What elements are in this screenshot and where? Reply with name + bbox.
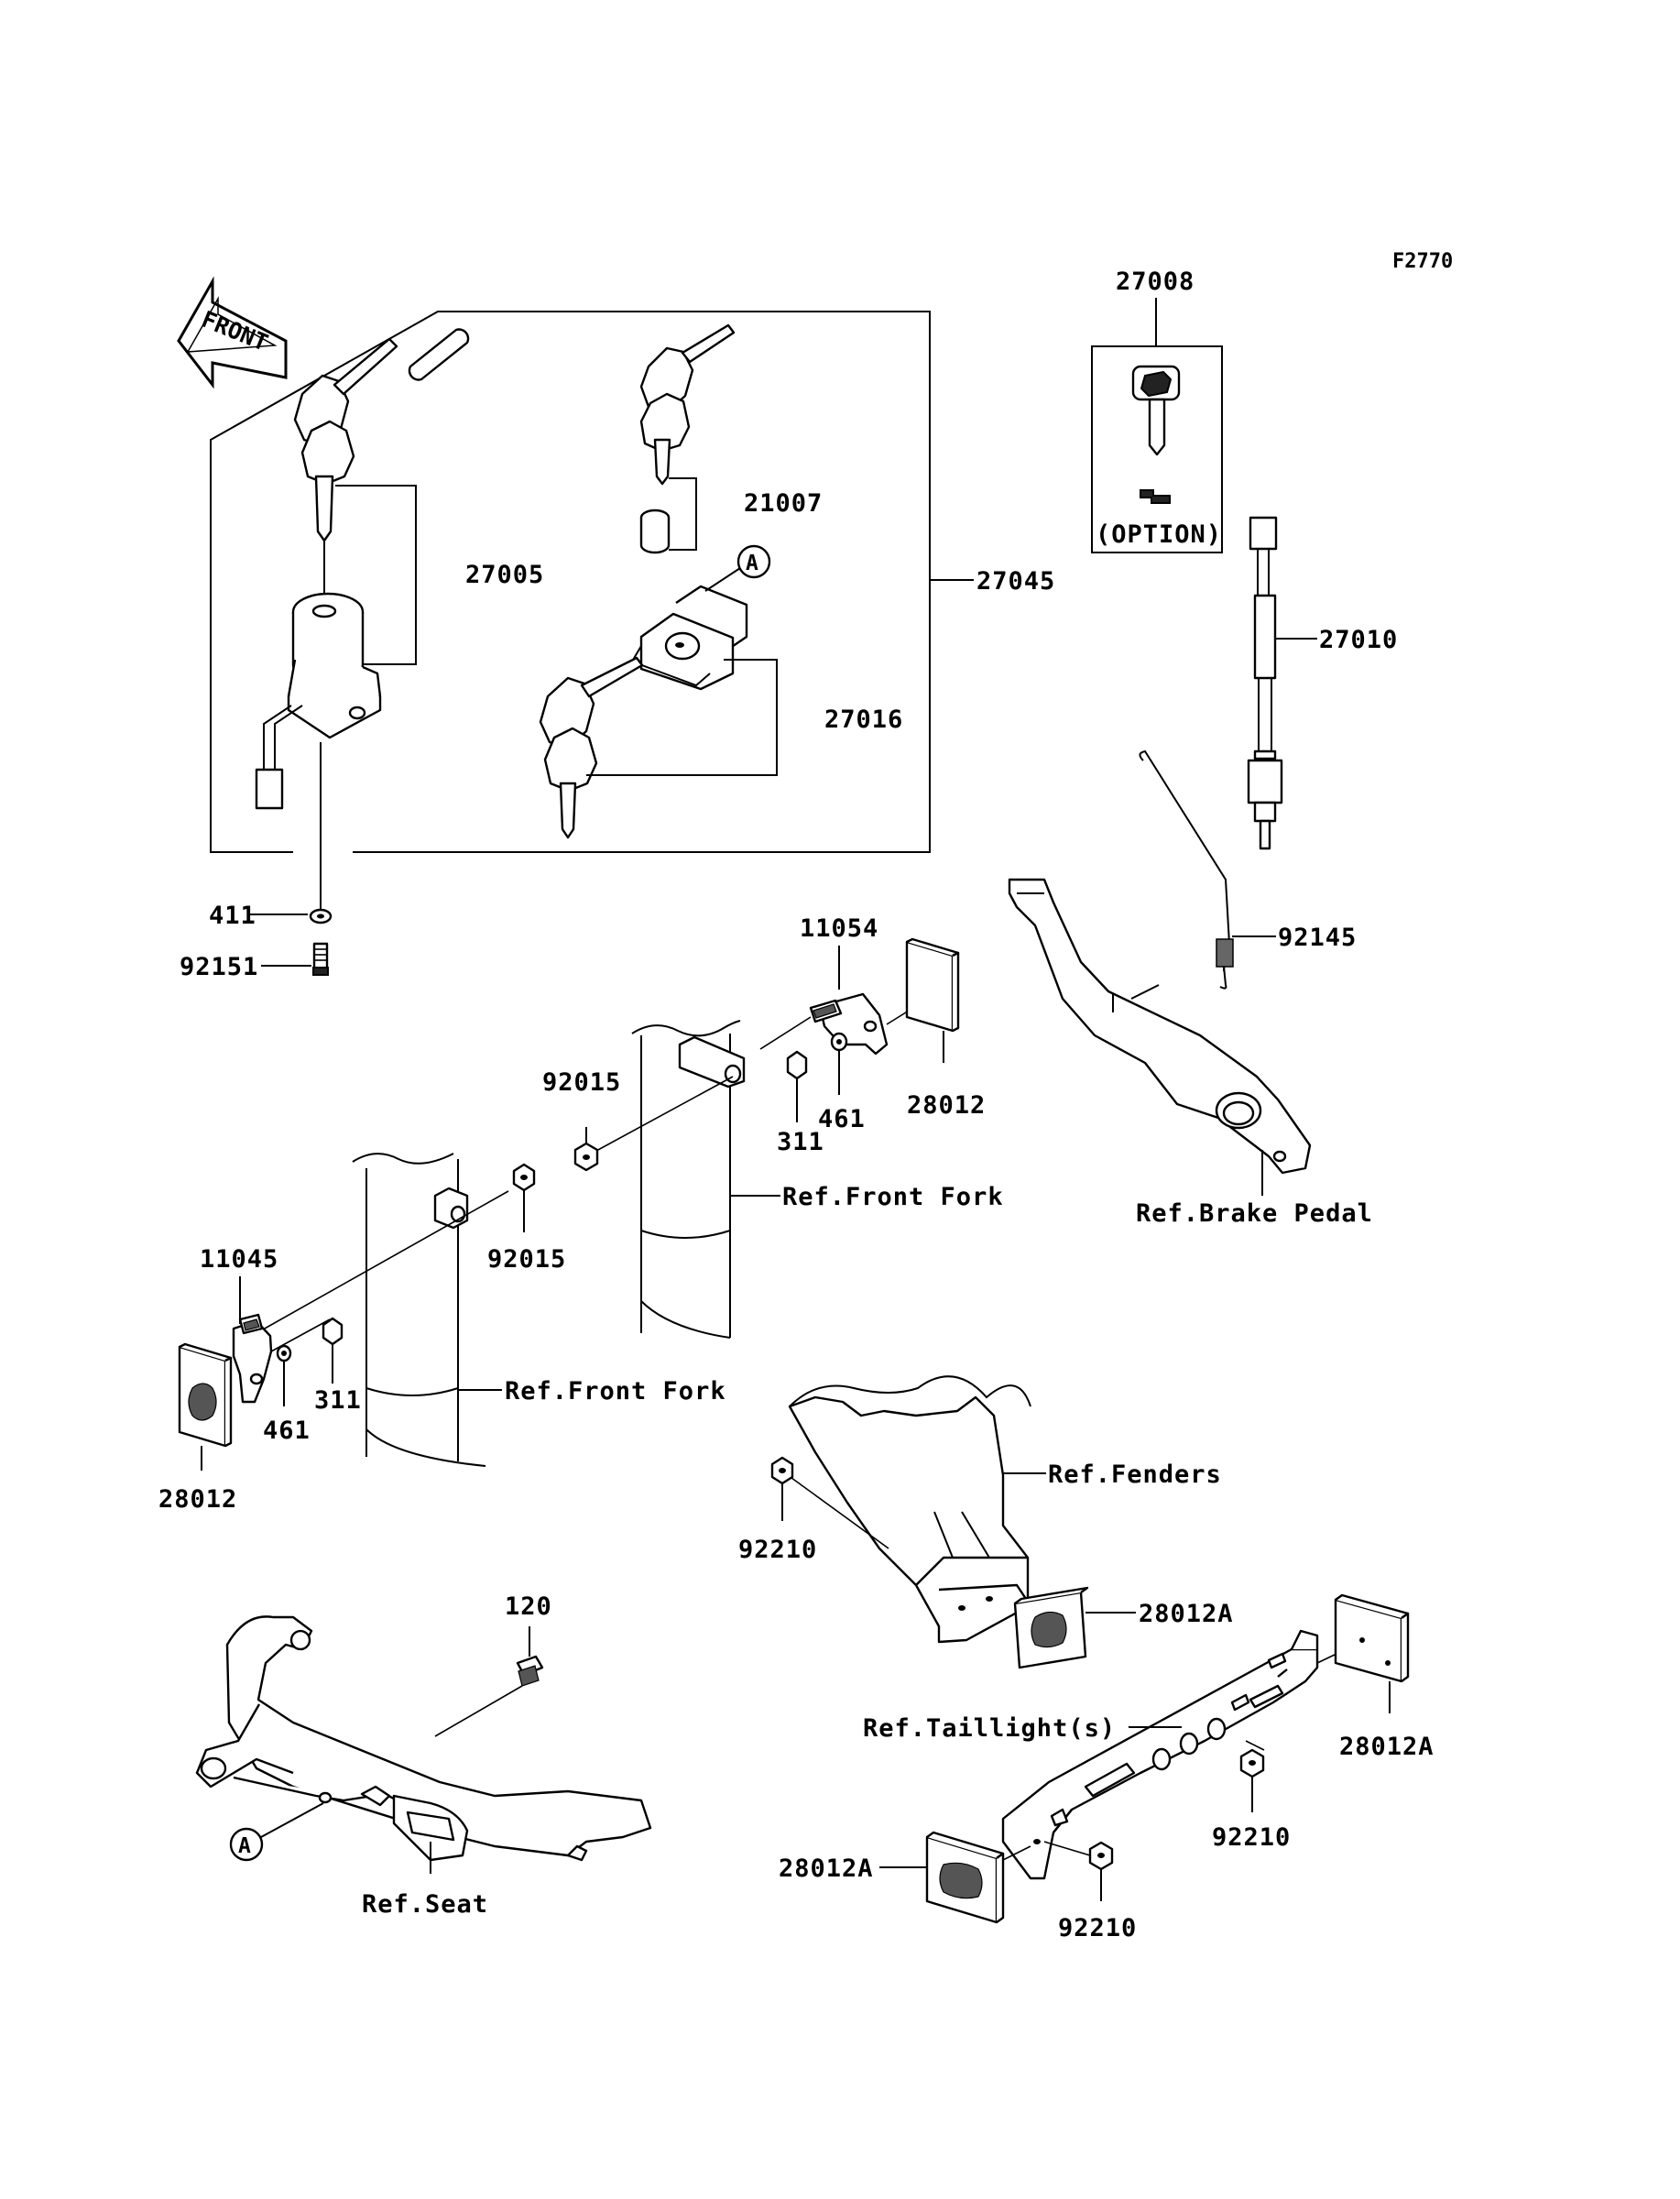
- part-21007: 21007: [744, 489, 823, 518]
- nut-92015-lower-icon: [256, 1163, 536, 1334]
- key-blank-icon: [408, 328, 470, 381]
- ref-taillights: Ref.Taillight(s): [863, 1714, 1116, 1743]
- part-92015-upper: 92015: [542, 1068, 621, 1097]
- callout-a-circle: [736, 544, 771, 579]
- seat-lock-key-icon: [639, 323, 736, 486]
- option-label: (OPTION): [1096, 520, 1222, 549]
- part-311-lower: 311: [314, 1386, 362, 1415]
- washer-461-upper-icon: [830, 1032, 848, 1095]
- part-28012-lower: 28012: [158, 1485, 237, 1514]
- nut-311-lower-icon: [322, 1317, 344, 1384]
- leader-27005: [335, 485, 417, 665]
- ref-front-fork-1: Ref.Front Fork: [782, 1183, 1004, 1211]
- part-28012A-fender: 28012A: [1139, 1600, 1234, 1628]
- front-arrow-icon: FRONT: [177, 276, 288, 389]
- part-120: 120: [505, 1592, 552, 1621]
- seat-lock-icon: [630, 585, 748, 691]
- part-92015-lower: 92015: [487, 1245, 566, 1274]
- front-fork-upper-icon: [631, 1020, 746, 1339]
- reflector-bracket-lower-icon: [232, 1313, 331, 1404]
- nut-311-upper-icon: [786, 1050, 808, 1122]
- part-11054: 11054: [800, 914, 878, 943]
- ignition-key-icon: [293, 337, 398, 542]
- reflector-28012-upper-icon: [905, 937, 960, 1063]
- part-92210-mid: 92210: [1212, 1823, 1291, 1852]
- front-fork-lower-icon: [352, 1153, 486, 1467]
- brake-light-switch-icon: [1247, 516, 1283, 850]
- washer-461-lower-icon: [276, 1344, 292, 1406]
- part-92145: 92145: [1278, 924, 1357, 952]
- bolt-icon: [312, 942, 329, 976]
- reflector-28012A-left-icon: [925, 1831, 1005, 1924]
- callout-a-seat-label: A: [238, 1834, 251, 1858]
- taillight-bracket-icon: [993, 1629, 1357, 1880]
- callout-a-label: A: [746, 552, 758, 575]
- washer-icon: [309, 908, 333, 924]
- ref-brake-pedal: Ref.Brake Pedal: [1136, 1199, 1373, 1228]
- ignition-switch-icon: [255, 541, 382, 912]
- part-92210-bottom: 92210: [1058, 1914, 1137, 1942]
- leader-callout-a: [704, 567, 741, 592]
- callout-a-seat-circle: [229, 1827, 264, 1862]
- part-28012A-right: 28012A: [1339, 1733, 1435, 1761]
- seat-lock-key-2-icon: [539, 656, 644, 839]
- lock-cylinder-icon: [639, 509, 671, 554]
- part-27008: 27008: [1116, 268, 1195, 296]
- part-27045: 27045: [976, 567, 1055, 596]
- option-key-icon: [1131, 365, 1181, 504]
- ref-seat: Ref.Seat: [362, 1890, 488, 1919]
- part-28012-upper: 28012: [907, 1091, 986, 1120]
- part-27005: 27005: [465, 561, 544, 589]
- nut-92210-bottom-icon: [1043, 1841, 1114, 1901]
- fender-icon: [787, 1375, 1031, 1644]
- assembly-frame: [210, 311, 931, 853]
- part-461-upper: 461: [818, 1105, 866, 1133]
- bolt-92015-upper-icon: [573, 1076, 734, 1172]
- part-27010: 27010: [1319, 626, 1398, 654]
- brake-pedal-icon: [1008, 878, 1312, 1196]
- leader-callout-a-seat: [260, 1802, 324, 1838]
- ref-fenders: Ref.Fenders: [1048, 1461, 1222, 1489]
- part-27016: 27016: [824, 706, 903, 734]
- part-28012A-left: 28012A: [779, 1854, 874, 1883]
- diagram-code: F2770: [1392, 250, 1453, 273]
- part-461-lower: 461: [263, 1417, 311, 1445]
- spring-icon: [1139, 749, 1234, 990]
- part-311-upper: 311: [777, 1128, 824, 1156]
- bolt-120-icon: [434, 1626, 544, 1737]
- option-box: [1091, 345, 1223, 553]
- leader-21007: [669, 477, 697, 551]
- part-411: 411: [209, 902, 256, 930]
- part-11045: 11045: [200, 1245, 278, 1274]
- part-92210-fender: 92210: [738, 1536, 817, 1564]
- seat-rail-icon: [195, 1615, 652, 1862]
- reflector-28012A-fender-icon: [1013, 1586, 1089, 1669]
- nut-92210-fender-icon: [770, 1456, 794, 1521]
- nut-92210-mid-icon: [1239, 1740, 1265, 1812]
- ref-front-fork-2: Ref.Front Fork: [505, 1377, 726, 1406]
- reflector-28012-lower-icon: [178, 1342, 233, 1471]
- reflector-28012A-right-icon: [1334, 1593, 1410, 1713]
- leader-27016: [586, 659, 778, 776]
- part-92151: 92151: [180, 953, 258, 981]
